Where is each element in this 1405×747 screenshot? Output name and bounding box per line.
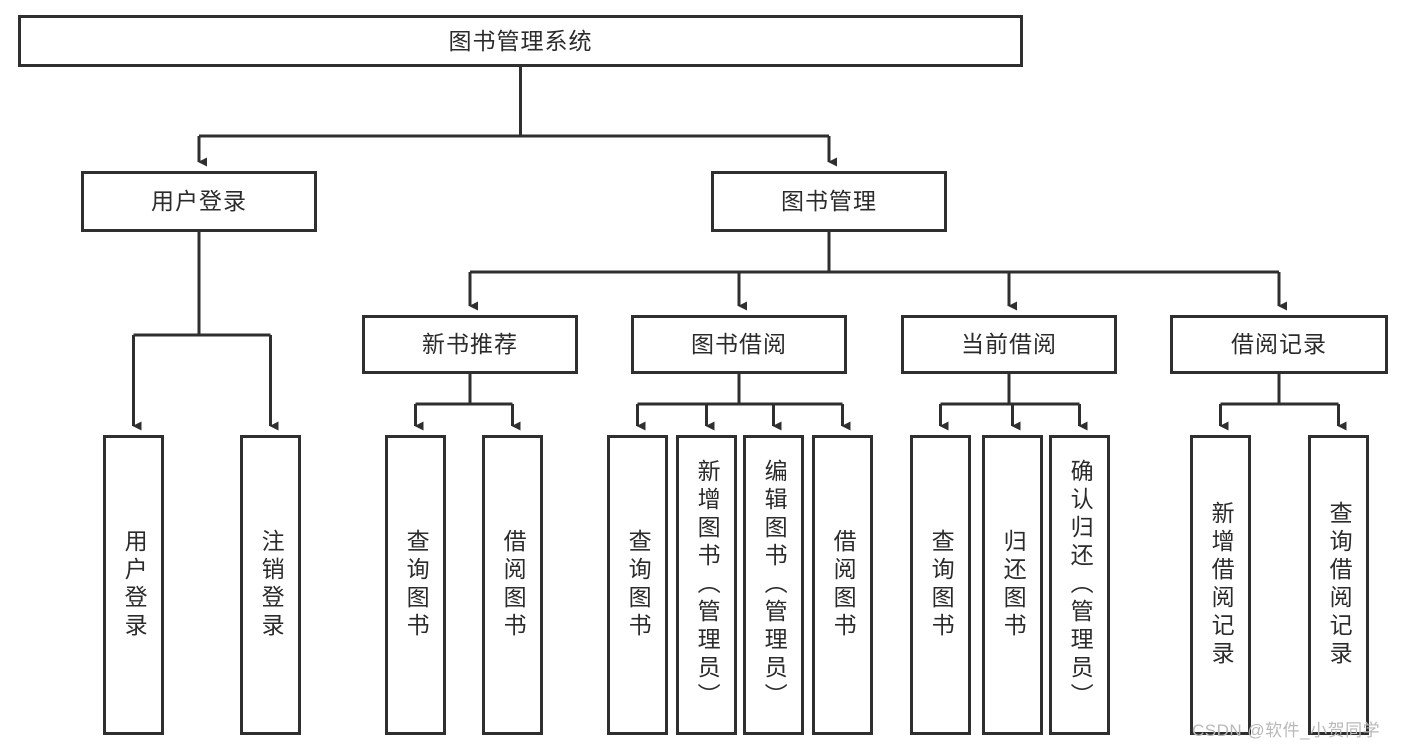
node-label: 当前借阅 xyxy=(961,331,1057,358)
csdn-watermark: CSDN @软件_小贺同学 xyxy=(1192,721,1381,740)
node-label: 用户登录 xyxy=(151,188,247,215)
node-label: 借阅图书 xyxy=(830,529,857,641)
node-label: 图书借阅 xyxy=(691,331,787,358)
node-book-borrow[interactable]: 图书借阅 xyxy=(631,315,847,374)
node-label: 注销登录 xyxy=(258,529,285,641)
node-current-borrow[interactable]: 当前借阅 xyxy=(901,315,1117,374)
node-book-management[interactable]: 图书管理 xyxy=(711,171,947,232)
node-label: 新书推荐 xyxy=(422,331,518,358)
node-label: 查询图书 xyxy=(625,529,652,641)
node-label: 查询图书 xyxy=(403,529,430,641)
node-user-login[interactable]: 用户登录 xyxy=(81,171,317,232)
node-root[interactable]: 图书管理系统 xyxy=(18,15,1023,67)
node-label: 图书管理 xyxy=(781,188,877,215)
node-leaf-borrow-book-rec[interactable]: 借阅图书 xyxy=(482,435,543,735)
node-label: 编辑图书（管理员） xyxy=(761,459,788,711)
node-leaf-user-login[interactable]: 用户登录 xyxy=(103,435,164,735)
node-label: 新增图书（管理员） xyxy=(694,459,721,711)
node-leaf-confirm-return[interactable]: 确认归还（管理员） xyxy=(1049,435,1110,735)
node-leaf-user-logout[interactable]: 注销登录 xyxy=(240,435,301,735)
node-label: 查询图书 xyxy=(928,529,955,641)
node-leaf-query-book-borrow[interactable]: 查询图书 xyxy=(607,435,668,735)
node-leaf-borrow-book[interactable]: 借阅图书 xyxy=(812,435,873,735)
node-new-book-recommend[interactable]: 新书推荐 xyxy=(362,315,578,374)
node-leaf-query-book-current[interactable]: 查询图书 xyxy=(910,435,971,735)
node-label: 归还图书 xyxy=(1000,529,1027,641)
node-leaf-query-book-rec[interactable]: 查询图书 xyxy=(385,435,446,735)
node-leaf-edit-book[interactable]: 编辑图书（管理员） xyxy=(743,435,804,735)
node-leaf-query-record[interactable]: 查询借阅记录 xyxy=(1308,435,1369,735)
node-label: 用户登录 xyxy=(121,529,148,641)
node-label: 借阅记录 xyxy=(1231,331,1327,358)
node-borrow-record[interactable]: 借阅记录 xyxy=(1170,315,1388,374)
node-leaf-add-book[interactable]: 新增图书（管理员） xyxy=(676,435,737,735)
node-label: 确认归还（管理员） xyxy=(1067,459,1094,711)
node-label: 图书管理系统 xyxy=(448,27,593,54)
node-label: 查询借阅记录 xyxy=(1326,501,1353,669)
node-leaf-return-book[interactable]: 归还图书 xyxy=(982,435,1043,735)
node-label: 借阅图书 xyxy=(500,529,527,641)
connector-lines xyxy=(132,67,1347,431)
node-leaf-add-record[interactable]: 新增借阅记录 xyxy=(1190,435,1251,735)
node-label: 新增借阅记录 xyxy=(1208,501,1235,669)
